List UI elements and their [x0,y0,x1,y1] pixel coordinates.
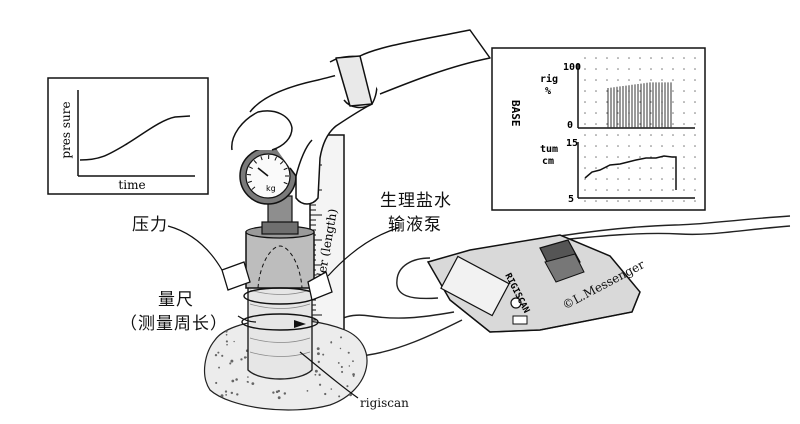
monitor-tum-label: tum [540,144,558,155]
monitor-base-label: BASE [509,100,522,127]
monitor-tick-100: 100 [563,62,581,73]
rigiscan-label: rigiscan [360,396,409,410]
monitor-tick-15: 15 [566,138,578,149]
ruler-label-line2: （测量周长） [120,314,228,334]
monitor-rig-label: rig [540,73,558,85]
rigiscan-monitor: BASE rig % 100 0 tum cm 15 5 [491,47,706,211]
gauge-needle [257,167,269,177]
cable-clips [221,261,333,301]
saline-pump-label-line2: 输液泵 [388,215,442,235]
tumescence-line [584,155,677,190]
test-cylinder [241,195,319,380]
pressure-time-graph: pres sure time [47,77,209,195]
device-port [512,315,528,325]
rigiscan-device: RIGISCAN [426,234,641,333]
pressure-label: 压力 [132,215,168,235]
ruler-label-line1: 量尺 [158,290,194,310]
monitor-tick-5: 5 [568,194,574,205]
device-screen [440,255,510,317]
monitor-tum-unit: cm [542,156,554,167]
pressure-curve [79,115,191,161]
graph-xlabel: time [118,178,145,192]
monitor-tick-0: 0 [567,120,573,131]
pressure-gauge: kg [239,147,297,205]
rigidity-bars [607,82,672,128]
device-knob [510,297,522,309]
gauge-unit: kg [266,184,276,193]
leader-lines [167,225,399,399]
gloved-hand [231,29,491,205]
piston-housing [245,231,315,289]
monitor-rig-unit: % [545,86,551,97]
graph-ylabel: pres sure [59,101,73,158]
saline-pump-label-line1: 生理盐水 [380,191,452,211]
direction-arrow [294,320,306,328]
